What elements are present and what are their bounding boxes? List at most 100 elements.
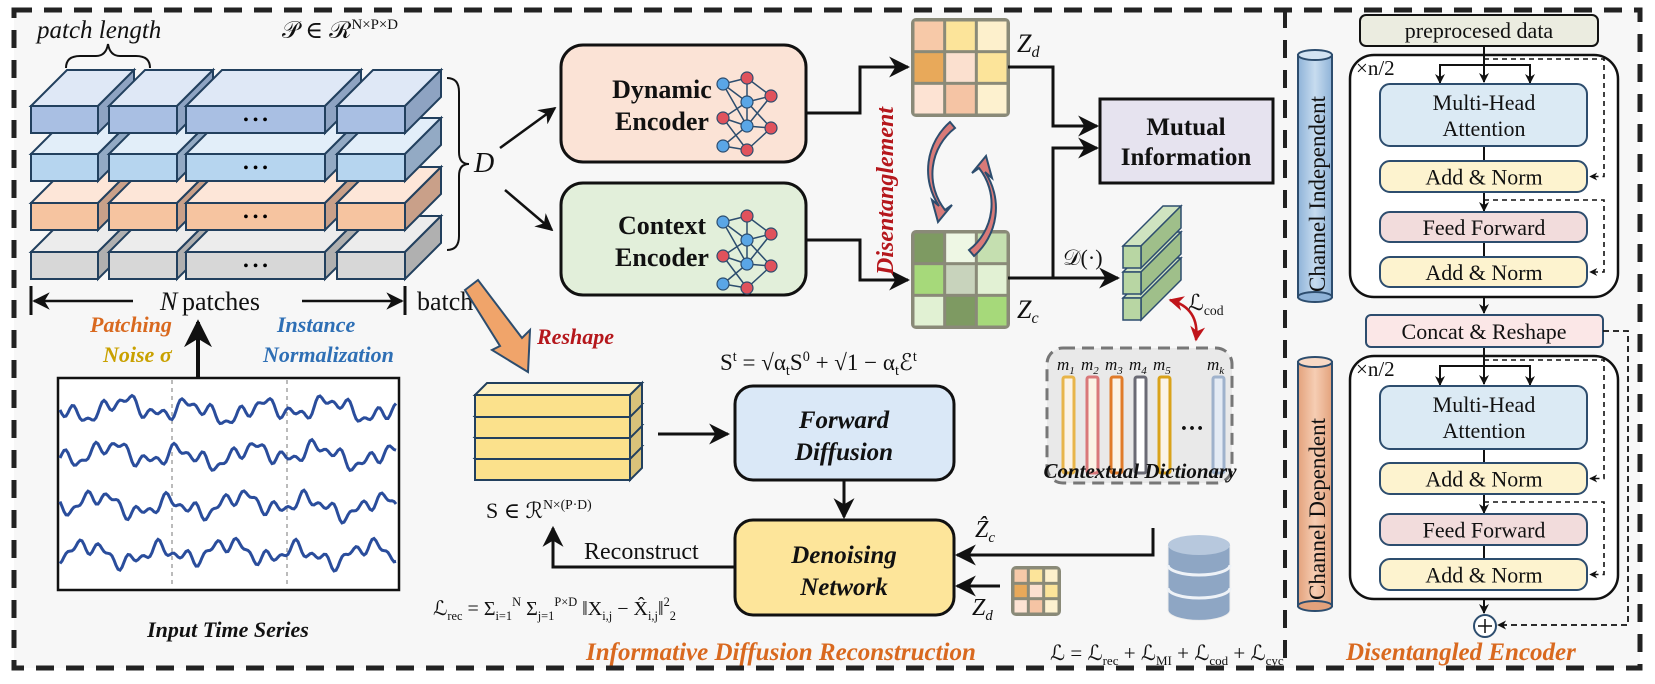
patches-label: patches	[182, 287, 260, 316]
add-norm-box	[1379, 558, 1588, 591]
disentanglement-label: Disentanglement	[873, 106, 899, 276]
sequence-layer	[472, 380, 645, 420]
multi-head-attention-box	[1379, 83, 1588, 147]
matrix-cell	[977, 296, 1007, 326]
multi-head-attention-box-label: Multi-Head	[1433, 392, 1536, 417]
add-norm-box-label: Add & Norm	[1425, 563, 1542, 588]
denoising-network-label-2: Network	[799, 574, 888, 601]
ellipsis: • • •	[243, 209, 268, 226]
depth-brace	[446, 77, 470, 251]
dictionary-atom	[1061, 375, 1076, 475]
matrix-cell	[1045, 584, 1058, 598]
code-block	[1121, 204, 1183, 270]
repeat-label: ×n/2	[1356, 56, 1395, 80]
dynamic-encoder-label-1: Dynamic	[612, 75, 712, 104]
matrix-cell	[946, 265, 975, 294]
feed-forward-box	[1379, 211, 1588, 243]
mutual-information-label-2: Information	[1121, 144, 1252, 171]
repeat-label: ×n/2	[1356, 357, 1395, 381]
matrix-cell	[1045, 600, 1058, 613]
add-norm-box	[1379, 160, 1588, 193]
context-encoder-label-1: Context	[618, 211, 706, 240]
patch-block: • • •	[183, 67, 364, 136]
matrix-cell	[977, 265, 1007, 294]
feed-forward-box-label: Feed Forward	[1423, 215, 1546, 240]
matrix-cell	[1029, 600, 1043, 613]
multi-head-attention-box	[1379, 385, 1588, 450]
context-encoder-label-2: Encoder	[615, 243, 709, 272]
cod-loss-label: ℒcod​	[1188, 290, 1224, 318]
preprocessed-data-box	[1359, 14, 1599, 47]
dictionary-atom	[1085, 375, 1100, 475]
code-stack-icon	[1121, 204, 1183, 322]
batch-label: batch	[417, 287, 473, 316]
add-norm-box-label: Add & Norm	[1425, 165, 1542, 190]
reconstruction-loss-formula: ℒrec​ = Σi=1​N​ Σj=1​P×D​ ‖Xi,j​ − X̂i,j…	[433, 595, 676, 623]
zc-matrix	[911, 230, 1010, 329]
arrow-context-to-zc	[806, 238, 911, 291]
multi-head-attention-box-label: Attention	[1442, 418, 1525, 443]
zd-matrix	[911, 18, 1010, 117]
plus-icon	[1478, 619, 1492, 633]
arrow-dictionary-to-denoising	[954, 528, 1155, 566]
reshape-arrow-icon	[463, 278, 532, 374]
forward-diffusion-formula: St​ = √αt​S0​ + √1 − αt​ℰt​	[720, 349, 917, 379]
dictionary-atom-label: m5	[1153, 355, 1171, 377]
ellipsis: • • •	[243, 258, 268, 275]
dictionary-operator-label: 𝒟(·)	[1063, 245, 1103, 270]
time-series-line	[58, 536, 397, 573]
patch-block	[334, 67, 444, 136]
normalization-step-label: Normalization	[262, 342, 394, 367]
matrix-cell	[1014, 569, 1027, 582]
reshaped-sequence-stack	[472, 380, 645, 483]
channel-independent-cylinder	[1297, 49, 1333, 303]
matrix-cell	[977, 84, 1007, 114]
patch-length-brace	[65, 43, 151, 69]
matrix-cell	[1045, 569, 1058, 582]
cod-loss-arrow	[1168, 296, 1206, 342]
zd-label: Zd​	[1017, 29, 1040, 61]
ellipsis: • • •	[243, 160, 268, 177]
matrix-cell	[977, 53, 1007, 82]
s-space-formula: S ∈ ℛN×(P·D)​	[486, 497, 592, 523]
matrix-cell	[914, 233, 944, 263]
add-norm-box-label: Add & Norm	[1425, 467, 1542, 492]
input-time-series-title: Input Time Series	[146, 617, 309, 642]
patch-block	[334, 213, 444, 282]
depth-label: D	[473, 148, 494, 179]
dictionary-atom-label: mk	[1207, 355, 1225, 377]
arrow-to-dynamic-encoder	[499, 106, 557, 150]
time-series-lines	[58, 393, 398, 573]
matrix-cell	[1029, 584, 1043, 598]
matrix-cell	[914, 21, 944, 51]
denoising-network-label-1: Denoising	[790, 542, 897, 569]
forward-diffusion-label-1: Forward	[798, 407, 890, 434]
patching-step-label: Patching	[89, 312, 172, 337]
dictionary-atom-label: m2	[1081, 355, 1099, 377]
encoder-section-title: Disentangled Encoder	[1345, 639, 1576, 666]
reconstruct-arrow	[542, 525, 735, 569]
mutual-information-box	[1098, 97, 1275, 185]
arrow-zd-to-mutual-info	[1008, 65, 1100, 137]
matrix-cell	[946, 84, 975, 114]
total-loss-formula: ℒ = ℒrec​ + ℒMI​ + ℒcod​ + ℒcyc​	[1050, 641, 1284, 668]
dictionary-atom	[1157, 375, 1172, 475]
matrix-cell	[1014, 600, 1027, 613]
patch-tensor-formula: 𝒫 ∈ ℛN×P×D​	[282, 17, 398, 44]
ellipsis: • • •	[243, 112, 268, 129]
matrix-cell	[914, 84, 944, 114]
forward-diffusion-label-2: Diffusion	[794, 439, 893, 466]
matrix-cell	[1014, 584, 1027, 598]
zc-hat-label: Ẑc​	[975, 517, 995, 546]
neural-network-icon	[716, 209, 778, 295]
dictionary-atom	[1133, 375, 1148, 475]
instance-step-label: Instance	[276, 312, 355, 337]
arrow-to-context-encoder	[504, 189, 554, 232]
time-series-line	[58, 393, 398, 426]
dictionary-atom	[1109, 375, 1124, 475]
diffusion-section-title: Informative Diffusion Reconstruction	[585, 639, 976, 666]
multi-head-attention-box-label: Attention	[1442, 116, 1525, 141]
